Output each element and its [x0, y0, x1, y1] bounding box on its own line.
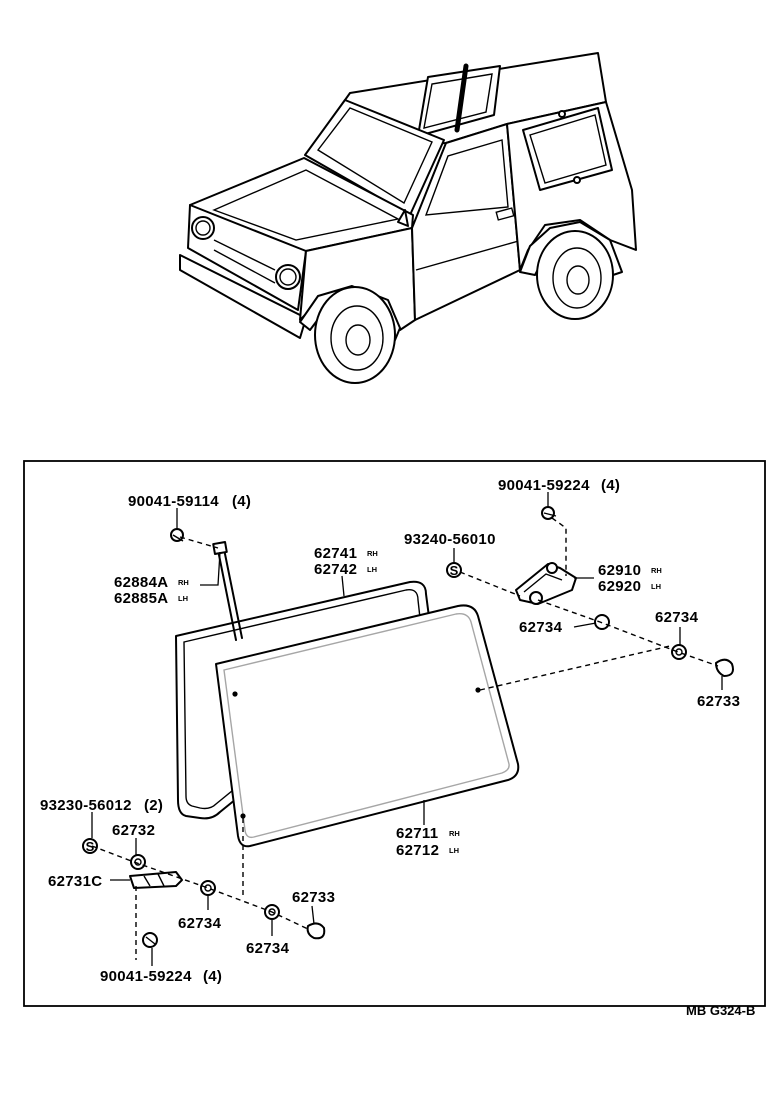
- callout-62732: 62732: [112, 822, 155, 839]
- svg-text:S: S: [86, 839, 95, 854]
- side-tag: LH: [651, 582, 661, 591]
- part-qty: (4): [232, 493, 251, 510]
- callout-90041-59224-top: 90041-59224 (4): [498, 477, 620, 494]
- part-number: 62742: [314, 561, 357, 578]
- hinge-rod: [212, 541, 243, 641]
- part-number: 62734: [655, 609, 699, 626]
- part-number: 62734: [519, 619, 563, 636]
- diagram-id: MB G324-B: [686, 1003, 755, 1018]
- part-number: 90041-59224: [100, 968, 192, 985]
- part-number: 62733: [292, 889, 335, 906]
- part-number: 62734: [178, 915, 222, 932]
- parts-frame: [23, 460, 766, 1007]
- callout-93230-56012: 93230-56012 (2): [40, 797, 163, 814]
- side-tag: LH: [449, 846, 459, 855]
- leader-lines: [91, 492, 723, 966]
- callout-62884A-62885A: 62884A RH 62885A LH: [114, 574, 189, 607]
- part-number: 90041-59224: [498, 477, 590, 494]
- side-tag: LH: [178, 594, 188, 603]
- part-number: 93230-56012: [40, 797, 132, 814]
- side-tag: LH: [367, 565, 377, 574]
- side-tag: RH: [367, 549, 378, 558]
- callout-62731C: 62731C: [48, 873, 102, 890]
- part-qty: (4): [203, 968, 222, 985]
- callout-62711-62712: 62711 RH 62712 LH: [396, 825, 460, 859]
- callout-90041-59224-bottom: 90041-59224 (4): [100, 968, 222, 985]
- lock-handle: [515, 562, 577, 605]
- part-number: 62732: [112, 822, 155, 839]
- part-number: 62910: [598, 562, 641, 579]
- callout-62733-bottom: 62733: [292, 889, 335, 906]
- callout-62734-bottom-a: 62734: [178, 915, 222, 932]
- part-qty: (4): [601, 477, 620, 494]
- svg-text:S: S: [450, 563, 459, 578]
- side-tag: RH: [178, 578, 189, 587]
- screw-icon: [142, 506, 557, 948]
- callout-62734-mid: 62734: [519, 619, 563, 636]
- bottom-hinge: [129, 871, 183, 889]
- part-number: 62731C: [48, 873, 102, 890]
- cap-icon: [306, 658, 734, 940]
- vehicle-illustration: [179, 52, 637, 384]
- part-number: 90041-59114: [128, 493, 219, 510]
- callout-62910-62920: 62910 RH 62920 LH: [598, 562, 662, 595]
- part-number: 62741: [314, 545, 357, 562]
- side-tag: RH: [449, 829, 460, 838]
- callout-90041-59114: 90041-59114 (4): [128, 493, 251, 510]
- callout-62734-bottom-b: 62734: [246, 940, 290, 957]
- part-qty: (2): [144, 797, 163, 814]
- part-number: 62920: [598, 578, 641, 595]
- assembly-lines: [91, 517, 719, 960]
- callout-62741-62742: 62741 RH 62742 LH: [314, 545, 378, 578]
- washer-symbol-icon: S S: [82, 562, 462, 854]
- callout-93240-56010: 93240-56010: [404, 531, 496, 548]
- side-tag: RH: [651, 566, 662, 575]
- callout-62733-right: 62733: [697, 693, 740, 710]
- part-number: 93240-56010: [404, 531, 496, 548]
- part-number: 62711: [396, 825, 438, 842]
- part-number: 62734: [246, 940, 290, 957]
- callout-62734-top-right: 62734: [655, 609, 699, 626]
- part-number: 62733: [697, 693, 740, 710]
- quarter-glass: [215, 604, 520, 848]
- part-number: 62712: [396, 842, 439, 859]
- part-number: 62884A: [114, 574, 168, 591]
- part-number: 62885A: [114, 590, 168, 607]
